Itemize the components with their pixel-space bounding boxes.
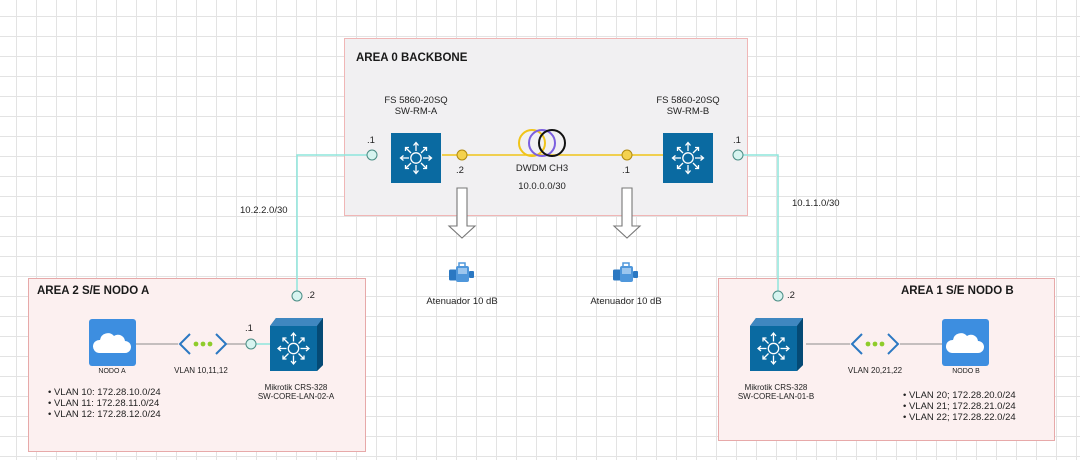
area-2-title: AREA 2 S/E NODO A	[37, 285, 150, 297]
nodo-a-cloud-icon[interactable]	[89, 319, 136, 366]
port-rm-b-left[interactable]	[621, 149, 633, 161]
nodo-b-label: NODO B	[952, 368, 980, 375]
switch-sw-core-lan-01-b[interactable]	[750, 318, 803, 371]
port-label-rm-a-right: .2	[456, 165, 464, 176]
port-label-rm-a-left: .1	[367, 135, 375, 146]
switch-core-a-label: Mikrotik CRS-328 SW-CORE-LAN-02-A	[258, 383, 334, 401]
uplink-left[interactable]	[296, 154, 372, 296]
port-core-a-left[interactable]	[245, 338, 257, 350]
vlan-list-a: VLAN 10: 172.28.10.0/24 VLAN 11: 172.28.…	[48, 387, 161, 420]
switch-rm-b-label: FS 5860-20SQ SW-RM-B	[656, 95, 720, 118]
list-item: VLAN 11: 172.28.11.0/24	[48, 398, 161, 409]
vlan-trunk-a-label: VLAN 10,11,12	[174, 366, 228, 375]
switch-rm-a-label: FS 5860-20SQ SW-RM-A	[384, 95, 448, 118]
dwdm-label: DWDM CH3	[515, 163, 569, 174]
dwdm-subnet: 10.0.0.0/30	[518, 181, 566, 192]
port-label-core-b-top: .2	[787, 290, 795, 301]
vlan-list-b: VLAN 20; 172.28.20.0/24 VLAN 21; 172.28.…	[903, 390, 1016, 423]
list-item: VLAN 22; 172.28.22.0/24	[903, 412, 1016, 423]
arrow-down-icon	[448, 187, 476, 239]
switch-sw-rm-a[interactable]	[391, 133, 441, 183]
list-item: VLAN 10: 172.28.10.0/24	[48, 387, 161, 398]
arrow-down-icon	[613, 187, 641, 239]
port-label-core-a-left: .1	[245, 323, 253, 334]
switch-name: SW-CORE-LAN-01-B	[737, 392, 815, 402]
switch-model: Mikrotik CRS-328	[264, 383, 328, 392]
port-rm-b-right[interactable]	[732, 149, 744, 161]
port-label-rm-b-right: .1	[733, 135, 741, 146]
nodo-a-label: NODO A	[98, 368, 126, 375]
attenuator-icon[interactable]	[612, 262, 639, 283]
port-core-b-top[interactable]	[772, 290, 784, 302]
vlan-trunk-b-label: VLAN 20,21,22	[847, 366, 903, 375]
list-item: VLAN 12: 172.28.12.0/24	[48, 409, 161, 420]
switch-sw-core-lan-02-a[interactable]	[270, 318, 323, 371]
port-core-a-top[interactable]	[291, 290, 303, 302]
attenuator-icon[interactable]	[448, 262, 475, 283]
switch-name: SW-CORE-LAN-02-A	[257, 392, 335, 402]
left-subnet-label: 10.2.2.0/30	[240, 205, 288, 216]
switch-model: Mikrotik CRS-328	[744, 383, 808, 392]
attenuator-label-right: Atenuador 10 dB	[590, 296, 662, 307]
port-rm-a-left[interactable]	[366, 149, 378, 161]
port-label-core-a-top: .2	[307, 290, 315, 301]
vlan-trunk-a-icon[interactable]	[178, 333, 228, 355]
vlan-trunk-b-icon[interactable]	[850, 333, 900, 355]
area-0-backbone[interactable]: AREA 0 BACKBONE	[344, 38, 748, 216]
port-label-rm-b-left: .1	[622, 165, 630, 176]
switch-name: SW-RM-A	[394, 105, 438, 117]
uplink-right[interactable]	[738, 154, 779, 296]
area-1-title: AREA 1 S/E NODO B	[901, 285, 1014, 297]
switch-name: SW-RM-B	[666, 105, 710, 117]
area-0-title: AREA 0 BACKBONE	[356, 52, 468, 64]
list-item: VLAN 20; 172.28.20.0/24	[903, 390, 1016, 401]
switch-core-b-label: Mikrotik CRS-328 SW-CORE-LAN-01-B	[738, 383, 814, 401]
switch-model: FS 5860-20SQ	[656, 95, 720, 106]
dwdm-fiber-icon	[518, 129, 566, 157]
list-item: VLAN 21; 172.28.21.0/24	[903, 401, 1016, 412]
attenuator-label-left: Atenuador 10 dB	[426, 296, 498, 307]
port-rm-a-right[interactable]	[456, 149, 468, 161]
switch-model: FS 5860-20SQ	[384, 95, 448, 106]
nodo-b-cloud-icon[interactable]	[942, 319, 989, 366]
switch-sw-rm-b[interactable]	[663, 133, 713, 183]
right-subnet-label: 10.1.1.0/30	[792, 198, 840, 209]
